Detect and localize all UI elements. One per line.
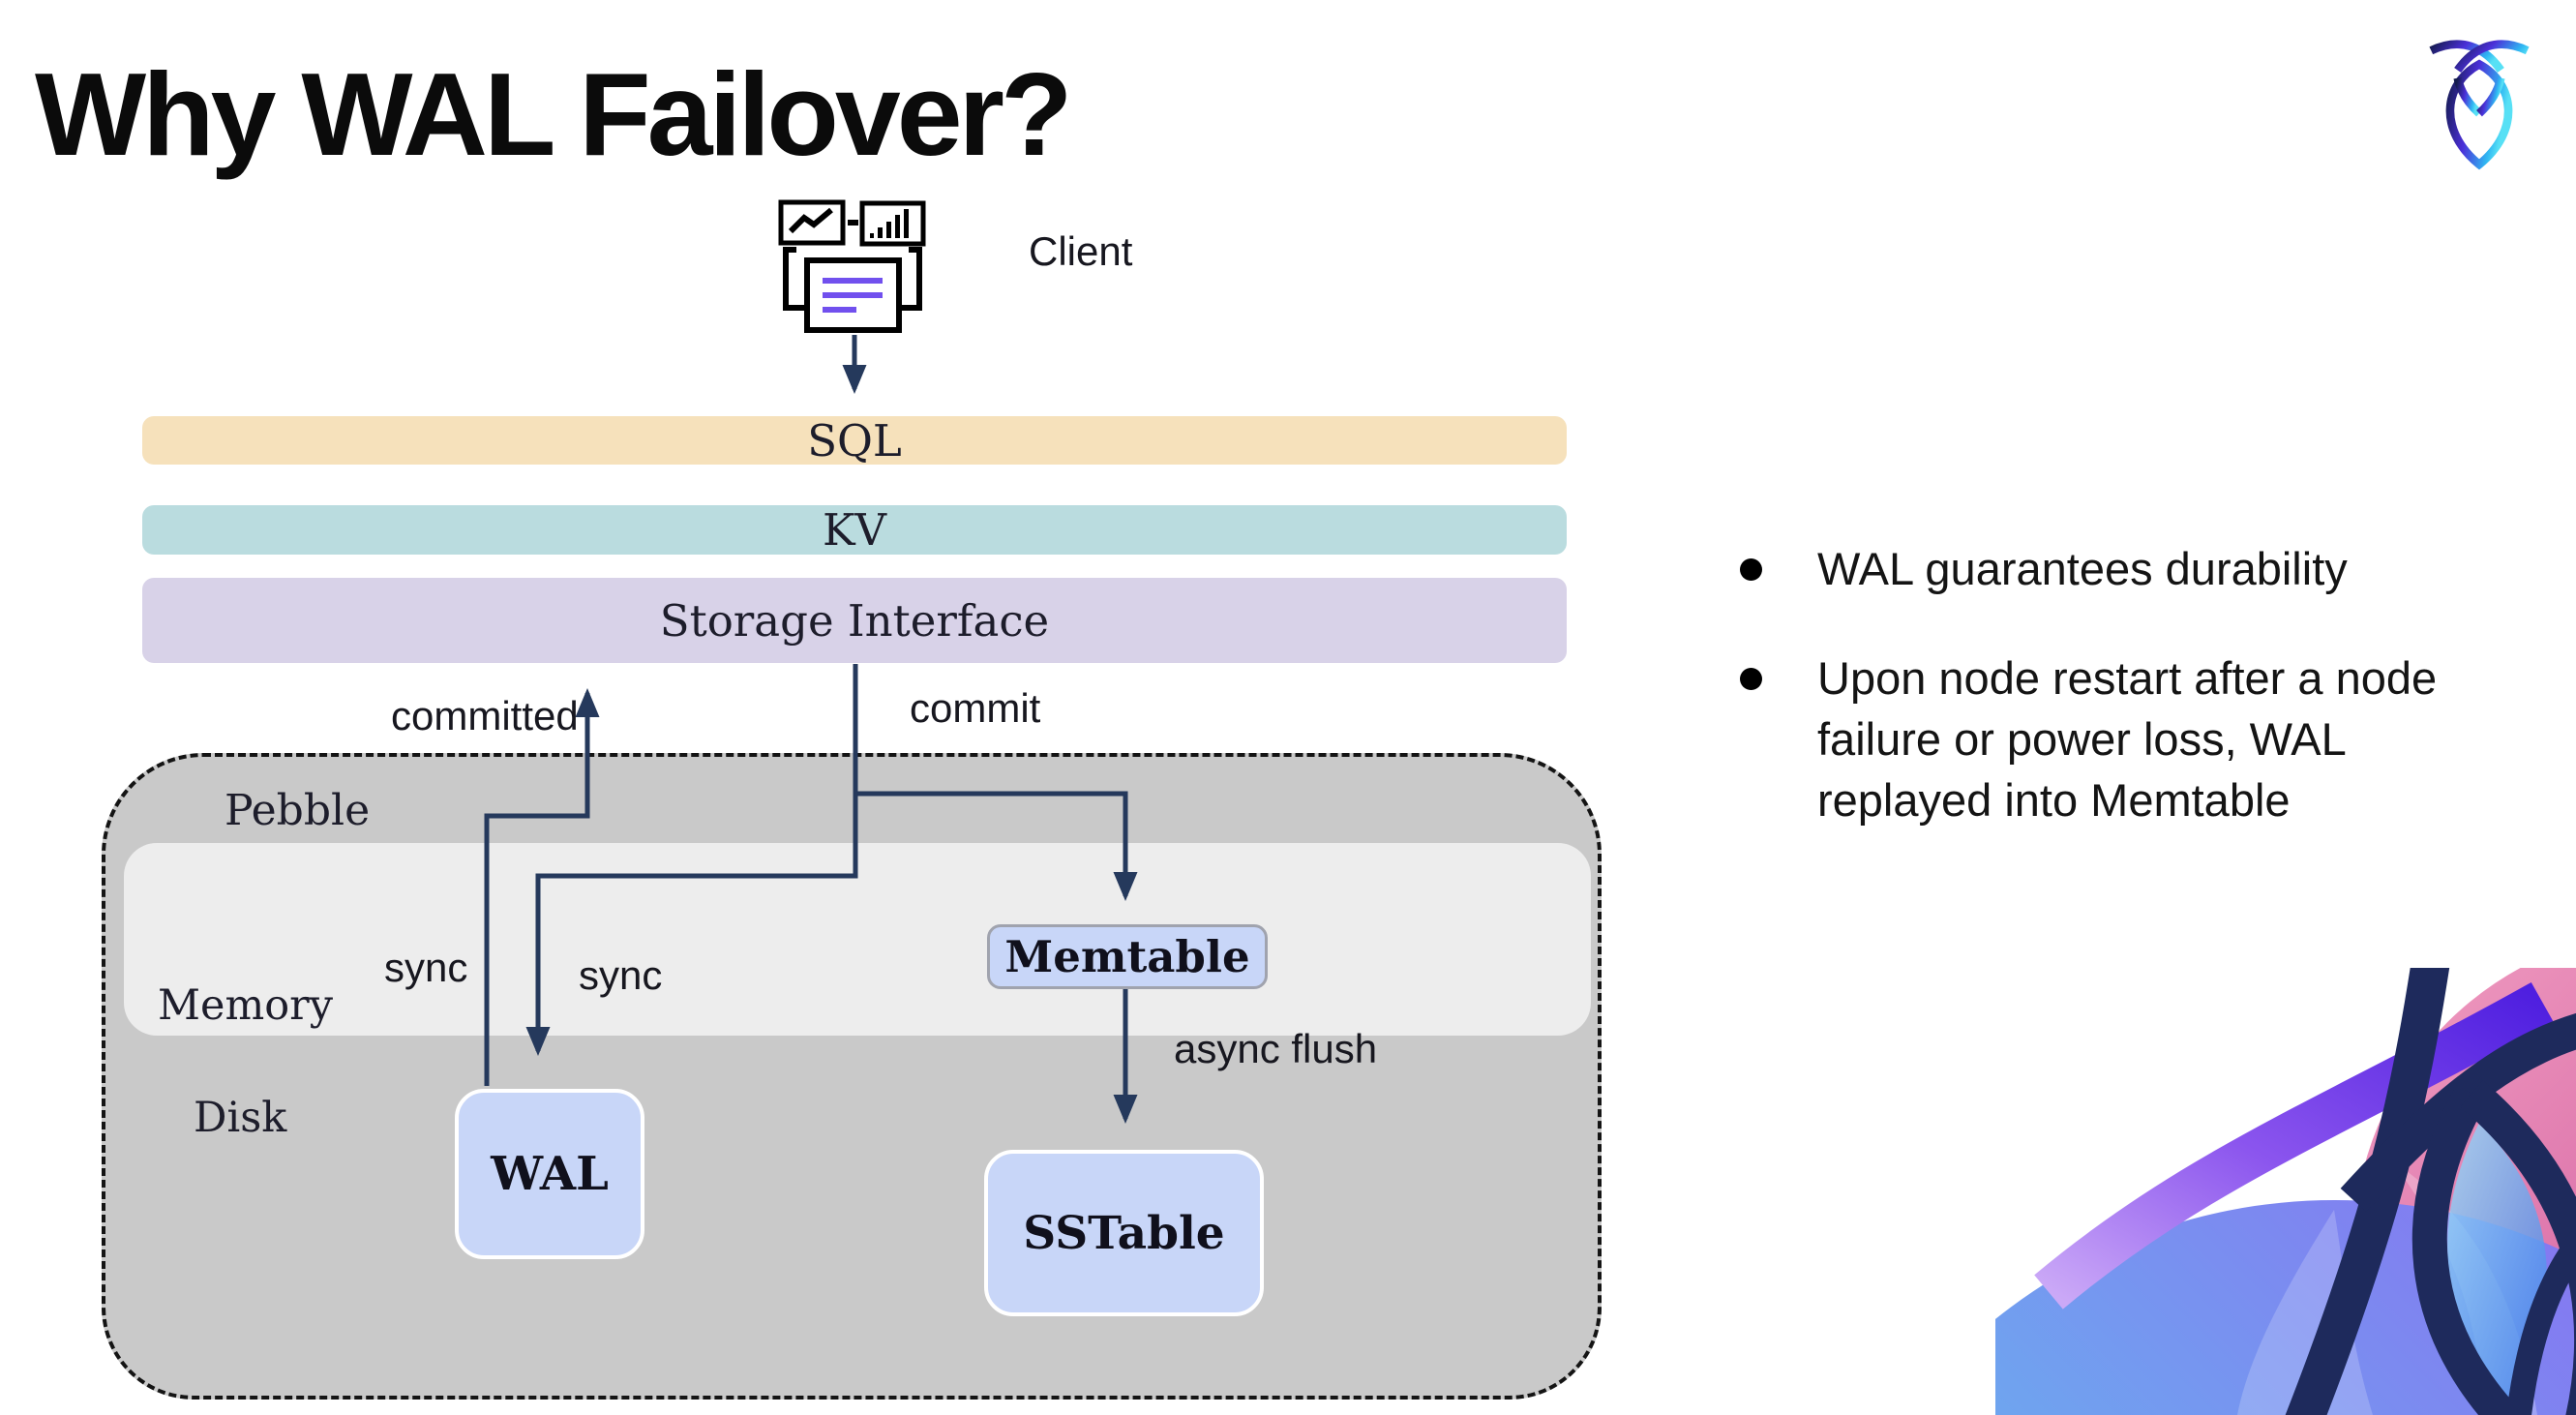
- sstable-node: SSTable: [984, 1150, 1264, 1316]
- sync-right-edge-label: sync: [579, 952, 663, 998]
- cockroachdb-logo-icon: [2429, 40, 2530, 170]
- memtable-node-label: Memtable: [1004, 931, 1250, 982]
- client-icon: [778, 199, 926, 333]
- bullet-text: Upon node restart after a node failure o…: [1817, 652, 2438, 826]
- wal-node-label: WAL: [491, 1147, 609, 1201]
- page-title: Why WAL Failover?: [35, 48, 1073, 180]
- wal-node: WAL: [455, 1089, 644, 1259]
- sync-left-edge-label: sync: [384, 945, 468, 990]
- bullet-dot: [1740, 558, 1762, 581]
- sql-layer-label: SQL: [807, 414, 902, 467]
- committed-edge-label: committed: [391, 693, 579, 738]
- bar-chart-icon: [859, 200, 926, 247]
- async-flush-edge-label: async flush: [1174, 1026, 1378, 1071]
- art-leaf-fill: [2447, 1123, 2547, 1403]
- memory-band: [124, 843, 1591, 1036]
- memory-label: Memory: [158, 981, 333, 1030]
- disk-label: Disk: [194, 1094, 287, 1142]
- line-chart-icon: [778, 199, 846, 246]
- bullet-item: WAL guarantees durability: [1740, 538, 2572, 599]
- document-icon: [783, 247, 922, 333]
- art-navy-vein: [2505, 1230, 2576, 1415]
- pebble-label: Pebble: [225, 786, 371, 835]
- art-navy-leaf-left: [2411, 1085, 2522, 1415]
- kv-layer-label: KV: [822, 504, 887, 556]
- storage-interface-label: Storage Interface: [659, 594, 1050, 647]
- kv-layer-bar: KV: [142, 504, 1567, 556]
- memtable-node: Memtable: [987, 924, 1268, 989]
- bullet-dot: [1740, 668, 1762, 690]
- art-navy-cross-curve: [2340, 1012, 2576, 1213]
- client-label: Client: [1029, 228, 1133, 274]
- brand-corner-art: [1995, 968, 2576, 1415]
- bullet-text: WAL guarantees durability: [1817, 543, 2348, 594]
- commit-edge-label: commit: [910, 685, 1041, 731]
- bullet-list: WAL guarantees durability Upon node rest…: [1740, 538, 2572, 830]
- sql-layer-bar: SQL: [142, 414, 1567, 467]
- bullet-item: Upon node restart after a node failure o…: [1740, 647, 2572, 830]
- sstable-node-label: SSTable: [1023, 1206, 1225, 1260]
- storage-interface-layer-bar: Storage Interface: [142, 578, 1567, 663]
- art-purple-band: [2034, 981, 2554, 1310]
